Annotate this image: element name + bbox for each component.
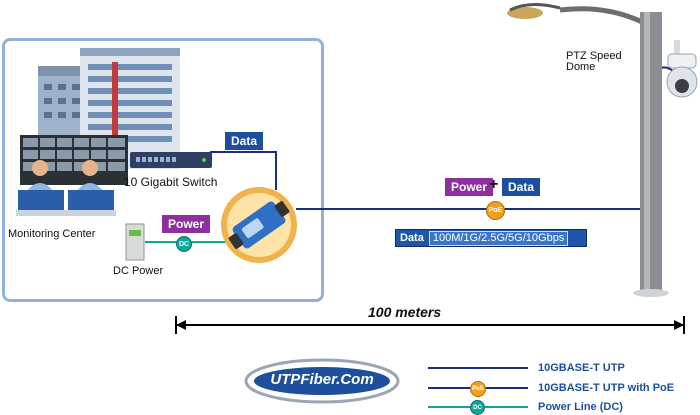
legend-utp-label: 10GBASE-T UTP (538, 362, 625, 374)
power-tag-poe-link: Power (445, 178, 494, 196)
ptz-camera-label: PTZ Speed Dome (566, 50, 622, 73)
speed-key: Data (400, 232, 424, 244)
logo-text: UTPFiber.Com (270, 371, 374, 388)
street-pole-icon (507, 3, 669, 297)
switch-label: 10 Gigabit Switch (124, 175, 218, 189)
power-tag-dc-link: Power (162, 215, 211, 233)
switch-icon (130, 152, 212, 168)
extender-device-icon (221, 187, 297, 263)
speed-bar: Data 100M/1G/2.5G/5G/10Gbps (395, 229, 587, 247)
ptz-camera-icon (666, 40, 698, 98)
plus-sign: + (489, 176, 499, 193)
poe-badge: PoE (486, 201, 505, 220)
speed-value: 100M/1G/2.5G/5G/10Gbps (428, 230, 569, 246)
legend-power-line-label: Power Line (DC) (538, 401, 623, 413)
monitoring-center-label: Monitoring Center (8, 228, 96, 240)
data-tag-switch-link: Data (225, 132, 264, 150)
legend-dc-marker: DC (470, 400, 485, 415)
dc-badge: DC (176, 236, 192, 252)
data-tag-poe-link: Data (502, 178, 541, 196)
legend-utp-poe-label: 10GBASE-T UTP with PoE (538, 382, 675, 394)
utpfiber-logo: UTPFiber.Com (244, 358, 400, 404)
video-wall-icon (20, 135, 128, 185)
dc-power-label: DC Power (113, 265, 164, 277)
logo-swoosh-icon (244, 358, 400, 404)
distance-label: 100 meters (368, 304, 442, 320)
dc-power-adapter-icon (125, 223, 145, 261)
operators-icon (16, 160, 116, 216)
legend-poe-marker: PoE (470, 381, 486, 397)
